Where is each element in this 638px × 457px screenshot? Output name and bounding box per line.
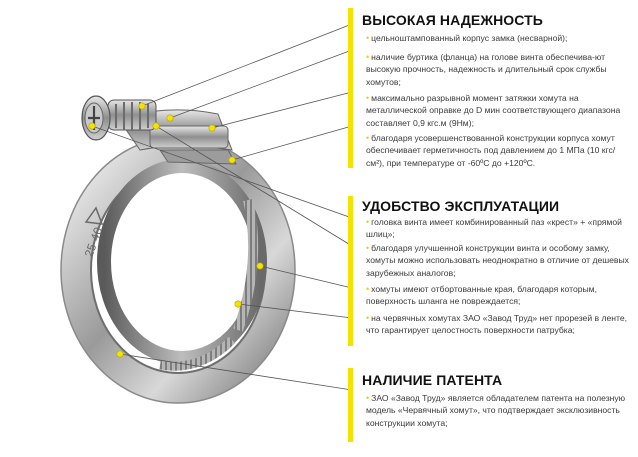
section-bar-reliability	[348, 8, 353, 168]
list-item: •благодаря улучшенной конструкции винта …	[366, 243, 629, 278]
screw	[81, 95, 157, 141]
list-item: •благодаря усовершенствованной конструкц…	[366, 133, 616, 168]
list-item: •головка винта имеет комбинированный паз…	[366, 217, 622, 240]
marker-dots	[88, 102, 264, 358]
list-item: •ЗАО «Завод Труд» является обладателем п…	[366, 393, 626, 428]
list-item: •максимально разрывной момент затяжки хо…	[366, 93, 621, 128]
clamp-housing	[117, 109, 237, 165]
section-bar-patent	[348, 368, 353, 442]
leader-lines	[91, 23, 353, 391]
trademark-icon	[84, 206, 104, 225]
section-title-usability: УДОБСТВО ЭКСПЛУАТАЦИИ	[362, 198, 560, 214]
section-title-patent: НАЛИЧИЕ ПАТЕНТА	[362, 372, 503, 388]
list-item: •хомуты имеют отбортованные края, благод…	[366, 284, 597, 307]
list-item: •цельноштампованный корпус замка (несвар…	[366, 33, 568, 43]
section-bar-usability	[348, 196, 353, 346]
list-item: •на червячных хомутах ЗАО «Завод Труд» н…	[366, 313, 628, 336]
list-item: •наличие буртика (фланца) на голове винт…	[366, 52, 607, 87]
section-title-reliability: ВЫСОКАЯ НАДЕЖНОСТЬ	[362, 12, 543, 28]
